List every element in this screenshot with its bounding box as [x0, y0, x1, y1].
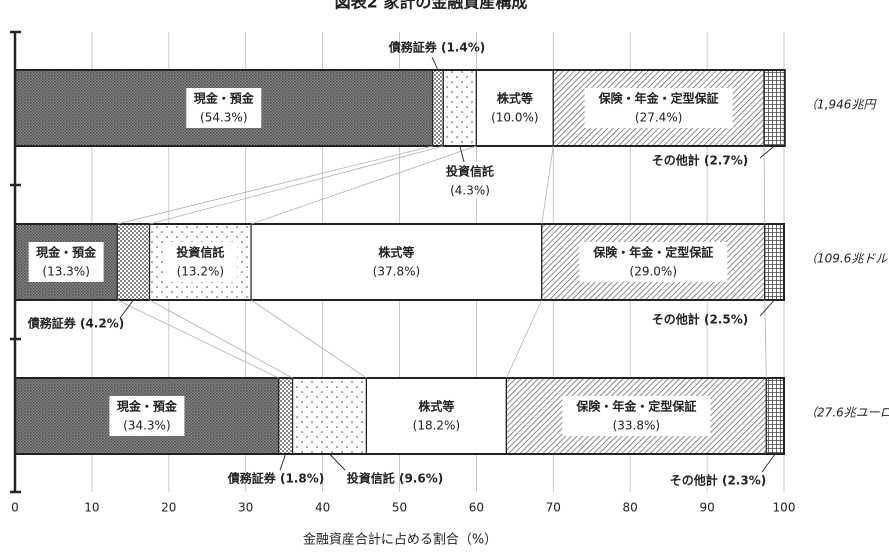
callout-label: (4.3%) — [450, 184, 490, 198]
callout-leader — [759, 145, 775, 159]
x-tick-label: 90 — [699, 501, 714, 515]
callout-label: その他計 (2.3%) — [670, 473, 766, 488]
chart-title: 図表2 家計の金融資産構成 — [335, 0, 528, 12]
segment-label-bg — [109, 396, 185, 436]
callout-leader — [279, 453, 287, 471]
segment-label-value: (37.8%) — [373, 265, 420, 279]
connector-line — [250, 299, 367, 379]
connector-line — [541, 145, 554, 225]
x-tick-label: 60 — [469, 501, 484, 515]
segment-label-name: 投資信託 — [176, 245, 224, 260]
segment-label-name: 保険・年金・定型保証 — [575, 399, 696, 414]
connector-line — [764, 299, 767, 379]
segment-label-name: 株式等 — [418, 399, 454, 414]
row-total-label: （27.6兆ユーロ — [805, 406, 889, 420]
callout-leader — [329, 453, 346, 471]
segment-label-name: 現金・預金 — [194, 91, 255, 106]
callout-label: 投資信託 — [446, 164, 494, 179]
bar-segment — [278, 377, 294, 455]
x-tick-label: 50 — [392, 501, 407, 515]
callout-label: 投資信託 (9.6%) — [347, 471, 443, 486]
x-tick-label: 20 — [161, 501, 176, 515]
x-tick-label: 40 — [315, 501, 330, 515]
callout-leader — [761, 453, 776, 473]
connector-line — [763, 145, 766, 225]
segment-label-value: (10.0%) — [491, 111, 538, 125]
segment-label-bg — [579, 242, 728, 282]
segment-label-value: (29.0%) — [630, 265, 677, 279]
callout-leader — [119, 299, 134, 319]
segment-label-value: (33.8%) — [613, 419, 660, 433]
segment-label-value: (13.3%) — [42, 265, 89, 279]
callout-leader — [759, 299, 775, 317]
x-tick-label: 70 — [546, 501, 561, 515]
segment-label-name: 株式等 — [497, 91, 533, 106]
bar-segment — [765, 377, 785, 455]
connector-line — [149, 145, 444, 225]
segment-label-name: 株式等 — [378, 245, 414, 260]
bar-segment — [292, 377, 368, 455]
segment-label-value: (54.3%) — [200, 111, 247, 125]
x-tick-label: 10 — [84, 501, 99, 515]
connector-line — [117, 145, 433, 225]
callout-label: その他計 (2.5%) — [652, 312, 748, 327]
segment-label-name: 現金・預金 — [36, 245, 97, 260]
x-tick-label: 0 — [11, 501, 19, 515]
segment-label-value: (13.2%) — [177, 265, 224, 279]
bar-segment — [763, 69, 786, 147]
segment-label-bg — [28, 242, 104, 282]
segment-label-value: (18.2%) — [413, 419, 460, 433]
row-total-label: （109.6兆ドル — [805, 252, 888, 266]
connector-line — [117, 299, 279, 379]
callout-label-bg — [430, 162, 510, 198]
connector-line — [506, 299, 543, 379]
bar-segment — [764, 223, 785, 301]
bar-segment — [116, 223, 151, 301]
callout-label: 債務証券 (1.8%) — [227, 471, 324, 486]
segment-label-bg — [163, 242, 238, 282]
row-total-label: （1,946兆円 — [805, 98, 877, 112]
segment-label-value: (34.3%) — [123, 419, 170, 433]
callout-label: 債務証券 (4.2%) — [27, 316, 124, 331]
x-tick-label: 80 — [623, 501, 638, 515]
segment-label-bg — [186, 88, 262, 128]
x-tick-label: 30 — [238, 501, 253, 515]
callout-label: 債務証券 (1.4%) — [388, 40, 485, 55]
segment-label-name: 保険・年金・定型保証 — [598, 91, 719, 106]
callout-leader — [431, 56, 439, 71]
bar-segment — [365, 377, 507, 455]
bar-segment — [442, 69, 478, 147]
segment-label-value: (27.4%) — [635, 111, 682, 125]
segment-label-name: 現金・預金 — [117, 399, 178, 414]
callout-label: その他計 (2.7%) — [652, 153, 748, 168]
callout-leader — [459, 145, 465, 163]
x-axis-label: 金融資産合計に占める割合（%） — [303, 532, 497, 548]
bar-segment — [475, 69, 554, 147]
segment-label-bg — [562, 396, 711, 436]
bar-segment — [250, 223, 543, 301]
x-tick-label: 100 — [773, 501, 796, 515]
segment-label-name: 保険・年金・定型保証 — [592, 245, 713, 260]
connector-line — [149, 299, 293, 379]
bar-segment — [431, 69, 444, 147]
connector-line — [250, 145, 477, 225]
segment-label-bg — [584, 88, 733, 128]
